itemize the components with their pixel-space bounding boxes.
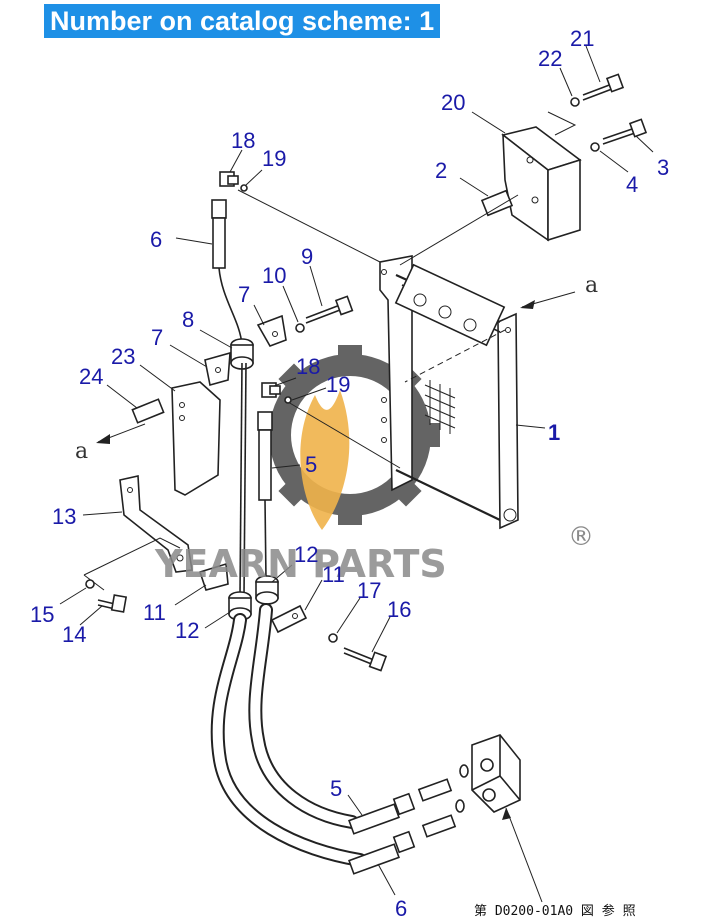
plate-23 bbox=[171, 381, 221, 496]
o-ring-19-middle bbox=[284, 396, 292, 404]
washer-22 bbox=[570, 97, 580, 107]
hose-6-lower bbox=[210, 613, 367, 867]
leaf-icon bbox=[300, 390, 350, 530]
callout-2: 2 bbox=[435, 158, 447, 183]
section-arrow-right bbox=[520, 291, 576, 309]
grommet-12-right bbox=[255, 575, 279, 605]
clamp-7-lower bbox=[204, 351, 231, 387]
elbow-fitting-18-middle bbox=[261, 382, 281, 398]
callout-9: 9 bbox=[301, 244, 313, 269]
bolt-14 bbox=[97, 594, 128, 613]
callout-17: 17 bbox=[357, 578, 381, 603]
watermark-registered-mark: ® bbox=[568, 522, 594, 552]
callout-22: 22 bbox=[538, 46, 562, 71]
callout-18-middle: 18 bbox=[296, 354, 320, 379]
hose-end-5 bbox=[348, 792, 416, 835]
clamp-11-left bbox=[198, 562, 229, 591]
callout-5-lower: 5 bbox=[330, 776, 342, 801]
callout-7-upper: 7 bbox=[238, 282, 250, 307]
callout-24: 24 bbox=[79, 364, 103, 389]
callout-5-upper: 5 bbox=[305, 452, 317, 477]
washer-17 bbox=[328, 633, 338, 643]
hose-5-lower bbox=[248, 603, 359, 829]
callout-11-upper: 11 bbox=[322, 562, 345, 587]
bolt-3 bbox=[602, 118, 648, 145]
spacer-24 bbox=[131, 398, 165, 424]
callout-18-upper: 18 bbox=[231, 128, 255, 153]
core-mesh bbox=[424, 380, 456, 434]
callout-20: 20 bbox=[441, 90, 465, 115]
bolt-21 bbox=[582, 73, 625, 101]
callout-3: 3 bbox=[657, 155, 669, 180]
adapter-fittings bbox=[417, 764, 469, 838]
cooler-frame-1 bbox=[379, 255, 519, 530]
washer-4 bbox=[590, 142, 600, 152]
callout-12-lower: 12 bbox=[175, 618, 199, 643]
callout-23: 23 bbox=[111, 344, 135, 369]
callout-19-upper: 19 bbox=[262, 146, 286, 171]
watermark-text: YEARN PARTS bbox=[154, 542, 447, 586]
clamp-11-right bbox=[270, 604, 308, 634]
callout-numbers: 21 22 20 3 2 4 18 19 6 9 10 7 8 7 23 24 … bbox=[30, 26, 669, 918]
o-ring-19-upper bbox=[240, 184, 248, 192]
section-arrow-left bbox=[96, 423, 146, 444]
hose-end-6 bbox=[348, 830, 416, 875]
washer-10 bbox=[295, 323, 305, 333]
clamp-7-upper bbox=[256, 314, 287, 347]
bolt-9 bbox=[305, 295, 354, 324]
section-label-right: a bbox=[585, 273, 598, 298]
tube-5-upper bbox=[257, 411, 273, 581]
elbow-fitting-18-upper bbox=[219, 171, 239, 187]
grommet-8 bbox=[230, 338, 254, 370]
callout-21: 21 bbox=[570, 26, 594, 51]
callout-8: 8 bbox=[182, 307, 194, 332]
bracket-20 bbox=[501, 126, 582, 242]
spacer-2 bbox=[480, 189, 514, 217]
bolt-16 bbox=[343, 647, 388, 672]
junction-block bbox=[471, 734, 521, 813]
callout-15: 15 bbox=[30, 602, 54, 627]
catalog-scheme-banner: Number on catalog scheme: 1 bbox=[44, 4, 441, 38]
callout-6-lower: 6 bbox=[395, 896, 407, 918]
callout-1: 1 bbox=[548, 420, 560, 445]
callout-10: 10 bbox=[262, 263, 286, 288]
callout-11-lower: 11 bbox=[143, 600, 166, 625]
watermark-logo bbox=[260, 345, 440, 530]
callout-12-upper: 12 bbox=[294, 542, 318, 567]
callout-13: 13 bbox=[52, 504, 76, 529]
section-label-left: a bbox=[75, 439, 88, 464]
callout-4: 4 bbox=[626, 172, 638, 197]
callout-16: 16 bbox=[387, 597, 411, 622]
callout-19-middle: 19 bbox=[326, 372, 350, 397]
reference-note: 第 D0200-01A0 図 参 照 bbox=[474, 903, 636, 918]
callout-6-upper: 6 bbox=[150, 227, 162, 252]
callout-7-lower: 7 bbox=[151, 325, 163, 350]
washer-15 bbox=[85, 579, 95, 589]
tube-6-upper bbox=[211, 199, 243, 346]
bracket-13 bbox=[119, 475, 193, 573]
callout-leaders bbox=[59, 45, 654, 896]
callout-14: 14 bbox=[62, 622, 86, 647]
